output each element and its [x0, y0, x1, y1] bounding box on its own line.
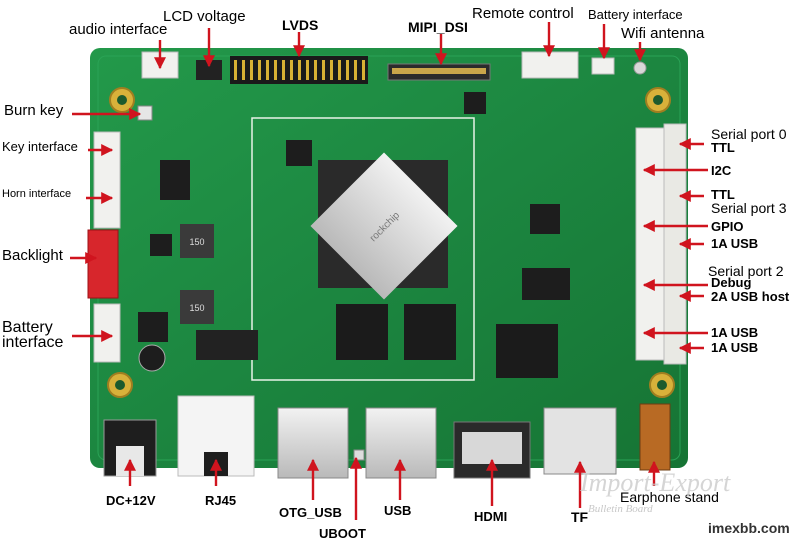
watermark-sub: Bulletin Board	[588, 503, 653, 515]
label-debug: Debug	[711, 275, 752, 290]
label-hdmi: HDMI	[474, 509, 508, 524]
label-horn-interface: Horn interface	[2, 188, 72, 200]
label-tf: TF	[571, 509, 589, 525]
label-ttl-2: TTL	[711, 187, 735, 202]
watermark-main: Import-Export	[580, 468, 731, 497]
inductor-text: 150	[189, 303, 204, 313]
label-usb: USB	[384, 503, 412, 518]
label-lvds: LVDS	[282, 17, 319, 33]
label-2a-usb-host: 2A USB host	[711, 289, 790, 304]
label-rj45: RJ45	[205, 493, 237, 508]
label-battery-interface-left: Battery interface	[2, 319, 64, 351]
label-1a-usb-3: 1A USB	[711, 340, 759, 355]
inductor-text: 150	[189, 237, 204, 247]
label-serial-port-0: Serial port 0	[711, 126, 787, 142]
label-key-interface: Key interface	[2, 139, 78, 154]
label-mipi-dsi: MIPI_DSI	[408, 19, 468, 35]
label-uboot: UBOOT	[319, 526, 366, 541]
mounting-holes	[107, 87, 675, 398]
label-i2c: I2C	[711, 163, 732, 178]
label-otg-usb: OTG_USB	[279, 505, 342, 520]
watermark-site: imexbb.com	[708, 520, 790, 536]
lvds-pins	[234, 60, 365, 80]
label-audio-interface: audio interface	[69, 21, 168, 38]
label-lcd-voltage: LCD voltage	[163, 8, 246, 25]
label-1a-usb-2: 1A USB	[711, 325, 759, 340]
label-remote-control: Remote control	[472, 5, 574, 22]
label-dc-12v: DC+12V	[106, 493, 156, 508]
label-backlight: Backlight	[2, 247, 63, 264]
soc-chip	[310, 152, 458, 300]
label-earphone-stand: Earphone stand	[620, 489, 719, 505]
label-serial-port-3: Serial port 3	[711, 200, 787, 216]
label-1a-usb-1: 1A USB	[711, 236, 759, 251]
label-serial-port-2: Serial port 2	[708, 263, 784, 279]
label-ttl-1: TTL	[711, 140, 735, 155]
label-battery-interface-top: Battery interface	[588, 7, 683, 22]
label-wifi-antenna: Wifi antenna	[621, 25, 705, 42]
leader-arrows	[70, 22, 708, 520]
label-burn-key: Burn key	[4, 102, 64, 119]
label-gpio: GPIO	[711, 219, 744, 234]
